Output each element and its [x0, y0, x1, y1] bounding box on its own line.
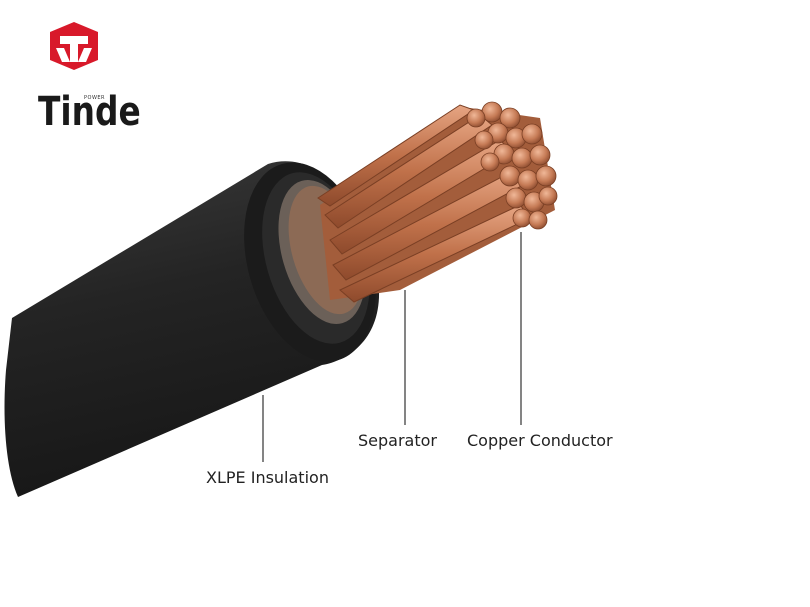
- xlpe-insulation-label: XLPE Insulation: [206, 468, 329, 487]
- separator-label: Separator: [358, 431, 437, 450]
- brand-logo-icon: [50, 22, 98, 70]
- copper-conductor-label: Copper Conductor: [467, 431, 613, 450]
- copper-conductor: [317, 101, 558, 303]
- brand-name: Tinde: [38, 89, 141, 135]
- brand-tagline: POWER: [84, 95, 106, 101]
- strand-ends: [466, 101, 558, 230]
